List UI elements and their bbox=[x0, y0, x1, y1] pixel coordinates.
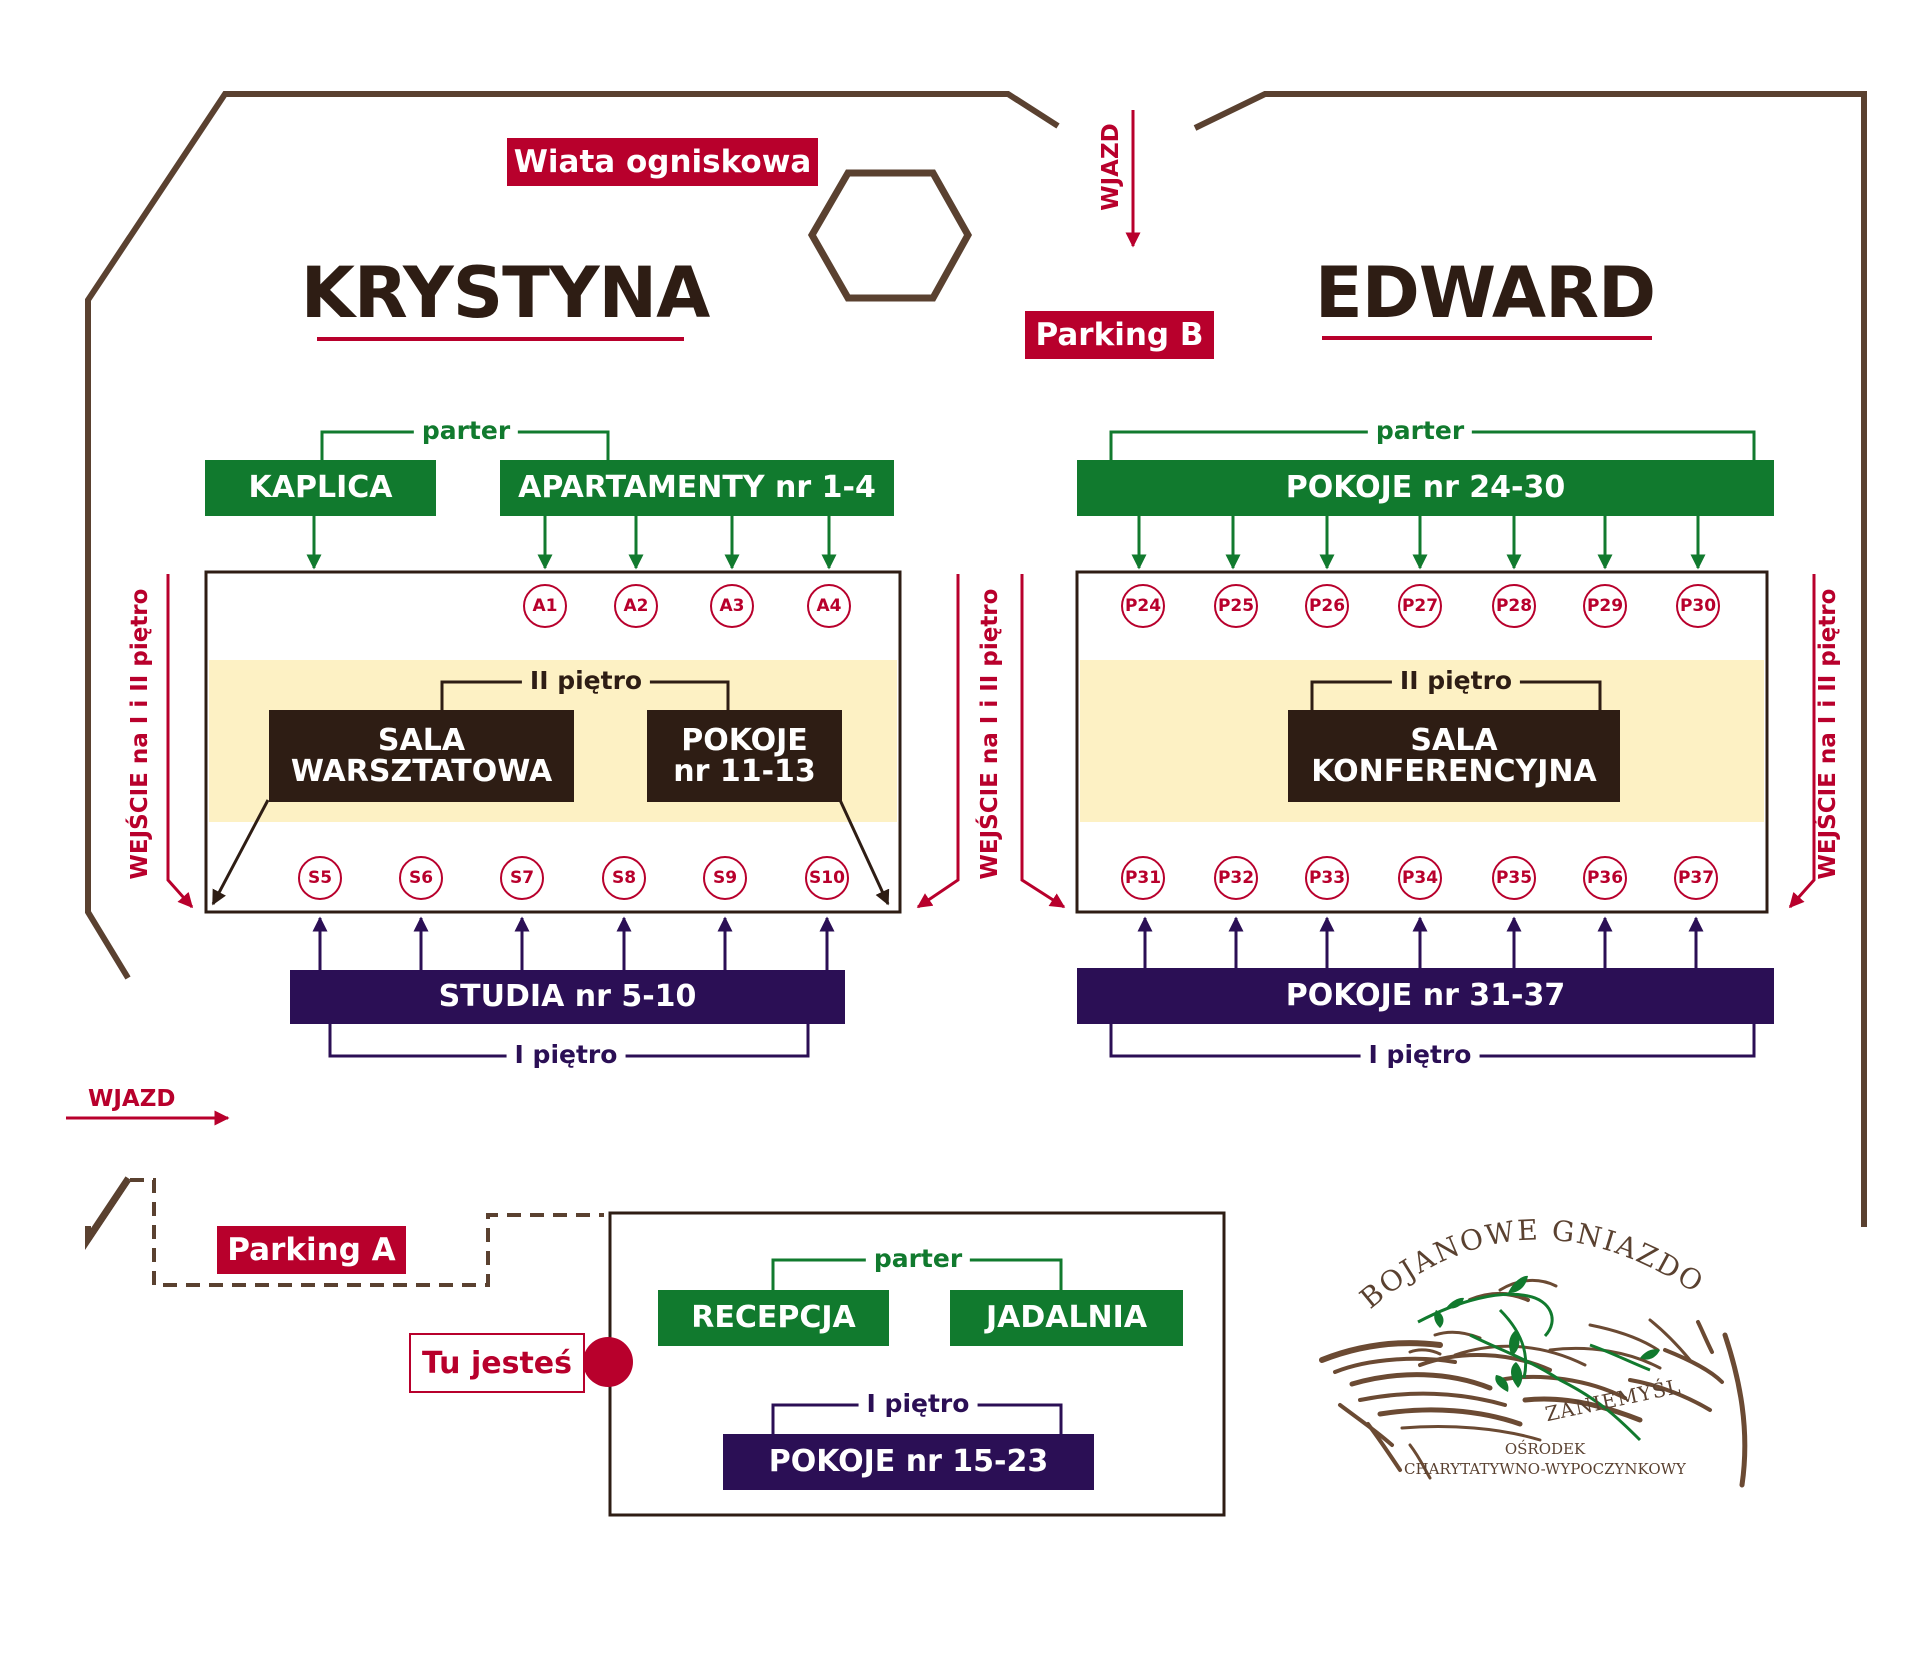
room-circle-p35: P35 bbox=[1492, 856, 1536, 900]
krystyna-title: KRYSTYNA bbox=[300, 252, 711, 334]
parking-a-outline bbox=[130, 1178, 604, 1287]
krystyna-floor2-label: II piętro bbox=[521, 667, 651, 695]
sala-warsztatowa-label: SALA WARSZTATOWA bbox=[269, 710, 574, 802]
tu-jestes-label: Tu jesteś bbox=[409, 1333, 585, 1393]
room-circle-p37: P37 bbox=[1674, 856, 1718, 900]
room-circle-p24: P24 bbox=[1121, 584, 1165, 628]
room-circle-a4: A4 bbox=[807, 584, 851, 628]
room-circle-p30: P30 bbox=[1676, 584, 1720, 628]
krystyna-floor1-label: I piętro bbox=[506, 1041, 626, 1069]
vine-icon bbox=[1417, 1292, 1651, 1442]
recepcja-label: RECEPCJA bbox=[658, 1290, 889, 1346]
wiata-ogniskowa-label: Wiata ogniskowa bbox=[507, 138, 818, 186]
room-circle-s6: S6 bbox=[399, 856, 443, 900]
krystyna-pokoje-label: POKOJE nr 11-13 bbox=[647, 710, 842, 802]
parking-a-label: Parking A bbox=[217, 1226, 406, 1274]
room-circle-p25: P25 bbox=[1214, 584, 1258, 628]
krystyna-parter-label: parter bbox=[413, 417, 519, 445]
jadalnia-label: JADALNIA bbox=[950, 1290, 1183, 1346]
room-circle-s10: S10 bbox=[805, 856, 849, 900]
room-circle-s8: S8 bbox=[602, 856, 646, 900]
room-circle-p32: P32 bbox=[1214, 856, 1258, 900]
room-circle-s7: S7 bbox=[500, 856, 544, 900]
room-circle-p36: P36 bbox=[1583, 856, 1627, 900]
edward-floor2-label: II piętro bbox=[1391, 667, 1521, 695]
room-circle-a1: A1 bbox=[523, 584, 567, 628]
edward-entrance-right-label: WEJŚCIE na I i II piętro bbox=[1815, 588, 1841, 880]
kaplica-label: KAPLICA bbox=[205, 460, 436, 516]
krystyna-entrance-left-label: WEJŚCIE na I i II piętro bbox=[127, 588, 153, 880]
room-circle-a3: A3 bbox=[710, 584, 754, 628]
reception-parter-label: parter bbox=[865, 1245, 971, 1273]
edward-pokoje-bottom-label: POKOJE nr 31-37 bbox=[1077, 968, 1774, 1024]
edward-floor1-label: I piętro bbox=[1360, 1041, 1480, 1069]
logo-line2-text: CHARYTATYWNO-WYPOCZYNKOWY bbox=[1404, 1460, 1686, 1478]
room-circle-p29: P29 bbox=[1583, 584, 1627, 628]
reception-pokoje-label: POKOJE nr 15-23 bbox=[723, 1434, 1094, 1490]
wjazd-top-label: WJAZD bbox=[1098, 123, 1124, 211]
studia-label: STUDIA nr 5-10 bbox=[290, 970, 845, 1024]
room-circle-a2: A2 bbox=[614, 584, 658, 628]
you-are-here-dot bbox=[583, 1337, 633, 1387]
wiata-hexagon bbox=[807, 169, 973, 302]
room-circle-p31: P31 bbox=[1121, 856, 1165, 900]
site-boundary-lower bbox=[85, 1178, 131, 1250]
apartamenty-label: APARTAMENTY nr 1-4 bbox=[500, 460, 894, 516]
reception-floor1-label: I piętro bbox=[858, 1390, 978, 1418]
edward-parter-label: parter bbox=[1367, 417, 1473, 445]
sala-konferencyjna-label: SALA KONFERENCYJNA bbox=[1288, 710, 1620, 802]
edward-pokoje-top-label: POKOJE nr 24-30 bbox=[1077, 460, 1774, 516]
logo-line1-text: OŚRODEK bbox=[1504, 1440, 1586, 1458]
wjazd-left-label: WJAZD bbox=[88, 1086, 176, 1112]
room-circle-s9: S9 bbox=[703, 856, 747, 900]
edward-title: EDWARD bbox=[1314, 252, 1656, 334]
room-circle-p33: P33 bbox=[1305, 856, 1349, 900]
room-circle-p27: P27 bbox=[1398, 584, 1442, 628]
room-circle-p34: P34 bbox=[1398, 856, 1442, 900]
logo-arc-text: BOJANOWE GNIAZDO bbox=[1354, 1213, 1711, 1315]
room-circle-p26: P26 bbox=[1305, 584, 1349, 628]
parking-b-label: Parking B bbox=[1025, 311, 1214, 359]
edward-entrance-left-label: WEJŚCIE na I i II piętro bbox=[977, 588, 1003, 880]
leaf-icon bbox=[1434, 1275, 1660, 1392]
room-circle-s5: S5 bbox=[298, 856, 342, 900]
room-circle-p28: P28 bbox=[1492, 584, 1536, 628]
